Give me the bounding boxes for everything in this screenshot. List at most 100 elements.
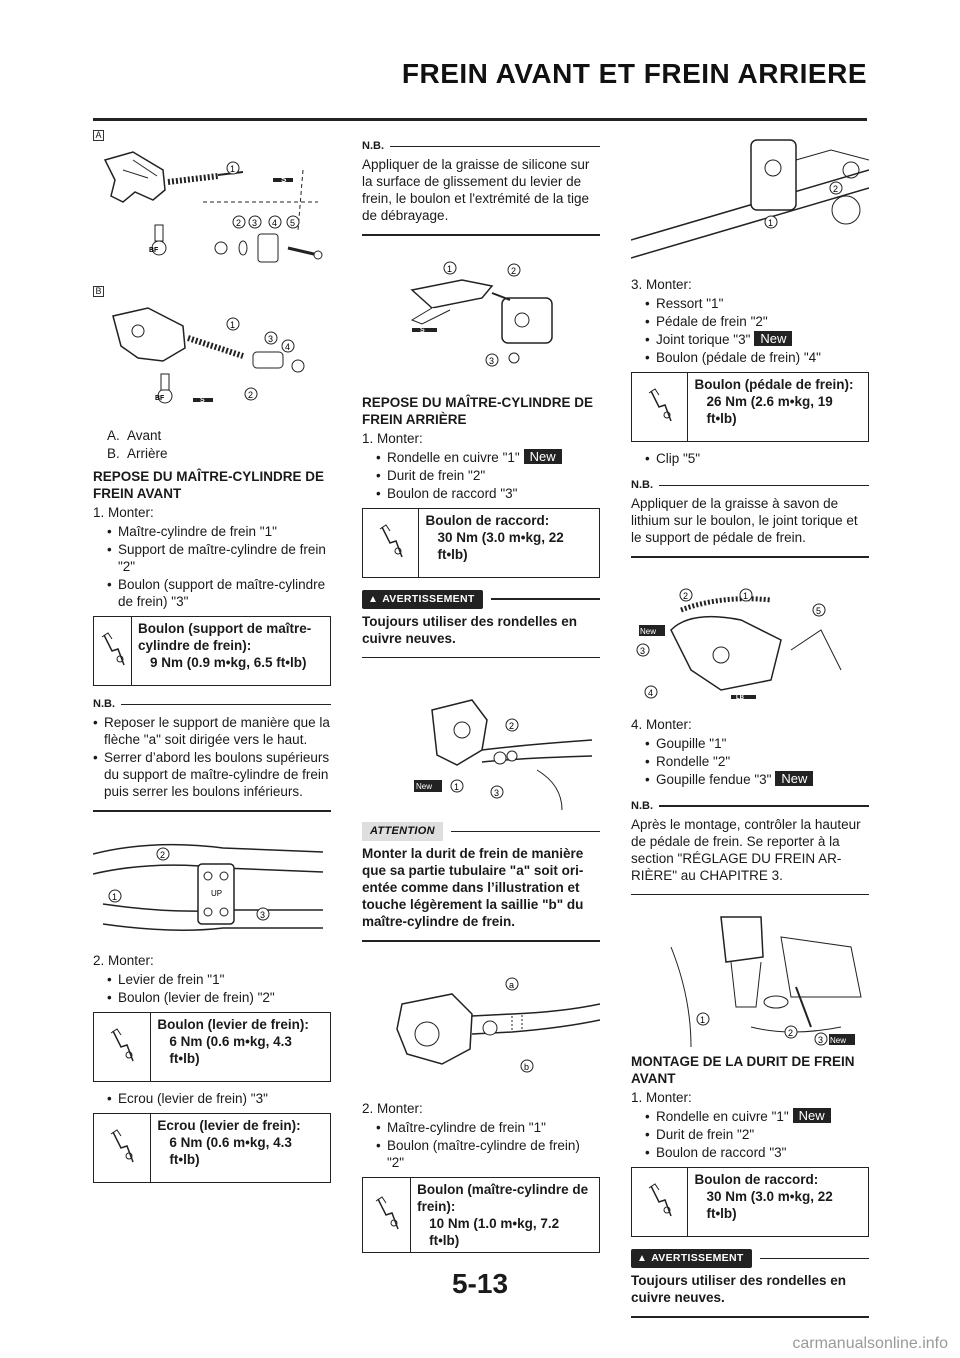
fig-label-1: 1	[230, 164, 235, 174]
figure-pedal-cotter-pin: 1 2 3 New	[631, 907, 869, 1047]
section-title-front-master-cylinder: REPOSE DU MAÎTRE-CYLINDRE DE FREIN AVANT	[93, 469, 325, 501]
list-item: Rondelle en cuivre "1"New	[376, 448, 600, 466]
fig-label-5: 5	[816, 606, 821, 616]
fig-label-4: 4	[285, 342, 290, 352]
page-number: 5-13	[451, 1268, 509, 1299]
fig-label-1: 1	[700, 1015, 705, 1025]
clip-list: Clip "5"	[645, 450, 869, 467]
fig-label-5: 5	[290, 218, 295, 228]
note-text: Appliquer de la graisse de silicone sur …	[362, 157, 590, 223]
list-item: Boulon (pédale de frein) "4"	[645, 349, 869, 366]
step-1-list: Maître-cylindre de frein "1" Support de …	[107, 523, 331, 610]
page-title: FREIN AVANT ET FREIN ARRIERE	[401, 58, 867, 89]
list-item: Boulon de raccord "3"	[645, 1144, 869, 1161]
column-middle: N.B. Appliquer de la graisse de silicone…	[362, 130, 600, 1261]
fig-label-3: 3	[818, 1035, 823, 1045]
list-item: Boulon (support de maître-cylin­dre de f…	[107, 576, 331, 610]
figure-flag-a: A	[93, 130, 104, 141]
fig-label-new: New	[416, 782, 432, 791]
warning-end-rule	[362, 656, 600, 658]
illustration-handlebar-bracket: UP 2 1 3	[93, 843, 324, 931]
torque-spec-box: Boulon (support de maî­tre-cylindre de f…	[93, 616, 331, 686]
step-3: 3. Monter:	[631, 277, 692, 292]
torque-wrench-icon	[648, 1183, 672, 1217]
spec-title: Boulon (levier de frein):	[157, 1016, 309, 1032]
fig-label-b: b	[524, 1062, 529, 1072]
warning-text: Toujours utiliser des rondelles en cuivr…	[362, 613, 578, 646]
spec-title: Boulon (support de maî­tre-cylindre de f…	[138, 621, 312, 653]
figure-legend: A.Avant B.Arrière	[107, 427, 331, 462]
fig-label-up: UP	[211, 889, 222, 898]
step-1-list: Rondelle en cuivre "1"New Durit de frein…	[645, 1108, 869, 1161]
list-item: Reposer le support de manière que la flè…	[93, 714, 331, 748]
spec-value: 26 Nm (2.6 m•kg, 19 ft•lb)	[706, 394, 833, 426]
spec-value: 6 Nm (0.6 m•kg, 4.3 ft•lb)	[169, 1134, 292, 1167]
fig-label-s: S	[281, 175, 287, 184]
torque-wrench-icon	[110, 1128, 134, 1162]
section-title-front-brake-hose: MONTAGE DE LA DURIT DE FREIN AVANT	[631, 1054, 855, 1086]
section-title-rear-master-cylinder: REPOSE DU MAÎTRE-CYLINDRE DE FREIN ARRIÈ…	[362, 394, 594, 427]
step-2: 2. Monter:	[362, 1100, 423, 1116]
fig-label-s: S	[200, 397, 205, 404]
list-item: Ecrou (levier de frein) "3"	[107, 1090, 331, 1107]
spec-title: Ecrou (levier de frein):	[157, 1117, 301, 1133]
spec-value: 30 Nm (3.0 m•kg, 22 ft•lb)	[706, 1189, 833, 1221]
fig-label-lb: LB	[736, 695, 745, 701]
torque-spec-box: Boulon de raccord:30 Nm (3.0 m•kg, 22 ft…	[362, 507, 600, 578]
note-text: Appliquer de la graisse à savon de lithi…	[631, 496, 858, 545]
fig-label-4: 4	[648, 688, 653, 698]
illustration-pedal-spring: New 2 1 3 4 5 LB	[636, 588, 842, 701]
note-header: N.B.	[93, 696, 331, 713]
warning-triangle-icon: ▲	[368, 593, 379, 605]
note-header: N.B.	[631, 477, 869, 494]
fig-label-2: 2	[511, 266, 516, 276]
spec-title: Boulon (pédale de frein):	[694, 377, 854, 392]
legend-item: A.Avant	[107, 428, 162, 443]
step-2-extra-list: Ecrou (levier de frein) "3"	[107, 1090, 331, 1107]
fig-label-2: 2	[788, 1028, 793, 1038]
new-badge: New	[775, 770, 814, 786]
new-badge: New	[523, 448, 562, 464]
exploded-view-rear: 1 3 4 2 BF S	[112, 307, 305, 404]
list-item: Serrer d’abord les boulons su­périeurs d…	[93, 749, 331, 800]
attention-header: ATTENTION	[362, 822, 600, 841]
fig-label-new: New	[640, 627, 656, 636]
fig-label-3: 3	[268, 334, 273, 344]
exploded-view-front: 1 2 3 4 5 BF S	[103, 151, 323, 263]
torque-wrench-icon	[379, 523, 403, 557]
fig-label-2: 2	[683, 591, 688, 601]
step-2-list: Maître-cylindre de frein "1" Boulon (maî…	[376, 1119, 600, 1171]
list-item: Support de maître-cylindre de frein "2"	[107, 541, 331, 575]
fig-label-bf: BF	[155, 395, 165, 402]
fig-label-1: 1	[743, 591, 748, 601]
new-badge: New	[792, 1108, 831, 1123]
figure-rear-master-cylinder-lever: 1 2 3 S	[362, 248, 600, 388]
illustration-hose-orientation: a b	[396, 977, 600, 1072]
torque-spec-box: Boulon (maître-cylindre de frein):10 Nm …	[362, 1176, 600, 1253]
step-4: 4. Monter:	[631, 716, 692, 732]
fig-label-1: 1	[230, 320, 235, 330]
list-item: Pédale de frein "2"	[645, 313, 869, 330]
spec-value: 10 Nm (1.0 m•kg, 7.2 ft•lb)	[429, 1215, 560, 1248]
list-item: Boulon (levier de frein) "2"	[107, 989, 331, 1006]
list-item: Rondelle "2"	[645, 753, 869, 770]
list-item: Boulon de raccord "3"	[376, 485, 600, 502]
list-item: Levier de frein "1"	[107, 971, 331, 988]
note-end-rule	[93, 810, 331, 812]
fig-label-1: 1	[112, 892, 117, 902]
note-list: Reposer le support de manière que la flè…	[93, 714, 331, 800]
warning-header: ▲AVERTISSEMENT	[362, 589, 600, 609]
fig-label-1: 1	[768, 218, 773, 228]
note-text: Après le montage, contrôler la hau­teur …	[631, 816, 861, 883]
fig-label-3: 3	[489, 356, 494, 366]
torque-wrench-icon	[648, 388, 672, 422]
illustration-cotter-pin: 1 2 3 New	[670, 916, 862, 1047]
illustration-pedal-mount: 1 2	[631, 139, 869, 259]
step-3-list: Ressort "1" Pédale de frein "2" Joint to…	[645, 295, 869, 366]
fig-label-2: 2	[160, 850, 165, 860]
legend-item: B.Arrière	[107, 446, 168, 461]
fig-label-2: 2	[509, 721, 514, 731]
figure-front-master-cylinder-exploded: A 1 2 3 4 5 BF S	[93, 130, 331, 280]
fig-label-1: 1	[447, 264, 452, 274]
attention-text: Monter la durit de frein de manière que …	[362, 846, 584, 929]
